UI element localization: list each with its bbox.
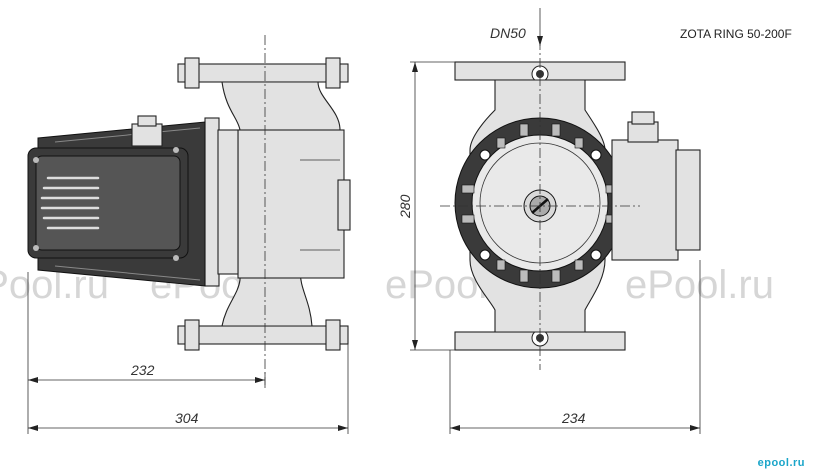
- flange-bolt: [184, 57, 200, 89]
- screw-icon: [173, 255, 179, 261]
- vent-slots: [40, 176, 100, 230]
- terminal-cover: [675, 149, 701, 251]
- pump-chamber: [237, 129, 345, 279]
- housing-rib: [337, 179, 351, 231]
- cable-gland-nut: [137, 115, 157, 127]
- dimension-label-232: 232: [130, 362, 155, 378]
- dimension-lines: [27, 8, 701, 434]
- top-flange: [177, 63, 349, 83]
- epool-logo[interactable]: epool.ru: [757, 457, 805, 469]
- cable-gland: [627, 121, 659, 143]
- adapter-plate: [217, 129, 239, 275]
- screw-icon: [33, 157, 39, 163]
- flange-bolt: [325, 319, 341, 351]
- bottom-flange: [177, 325, 349, 345]
- flange-bolt: [184, 319, 200, 351]
- motor-bolts: [479, 149, 602, 261]
- terminal-box: [611, 139, 679, 261]
- model-title: ZOTA RING 50-200F: [680, 27, 792, 41]
- flange-bolt: [325, 57, 341, 89]
- nominal-diameter-label: DN50: [490, 25, 526, 41]
- dimension-label-280: 280: [397, 194, 413, 219]
- motor-flange: [204, 117, 220, 287]
- dimension-arrows: [28, 36, 700, 431]
- screw-icon: [173, 147, 179, 153]
- screw-icon: [33, 245, 39, 251]
- cable-gland-nut: [631, 111, 655, 125]
- terminal-cover: [35, 155, 181, 251]
- dimension-label-234: 234: [561, 410, 586, 426]
- watermark: ePool.ru: [625, 263, 774, 307]
- motor-fins: [54, 127, 201, 281]
- dimension-label-304: 304: [175, 410, 199, 426]
- cable-gland: [131, 123, 163, 147]
- front-view: [440, 40, 701, 370]
- side-view: [27, 35, 351, 385]
